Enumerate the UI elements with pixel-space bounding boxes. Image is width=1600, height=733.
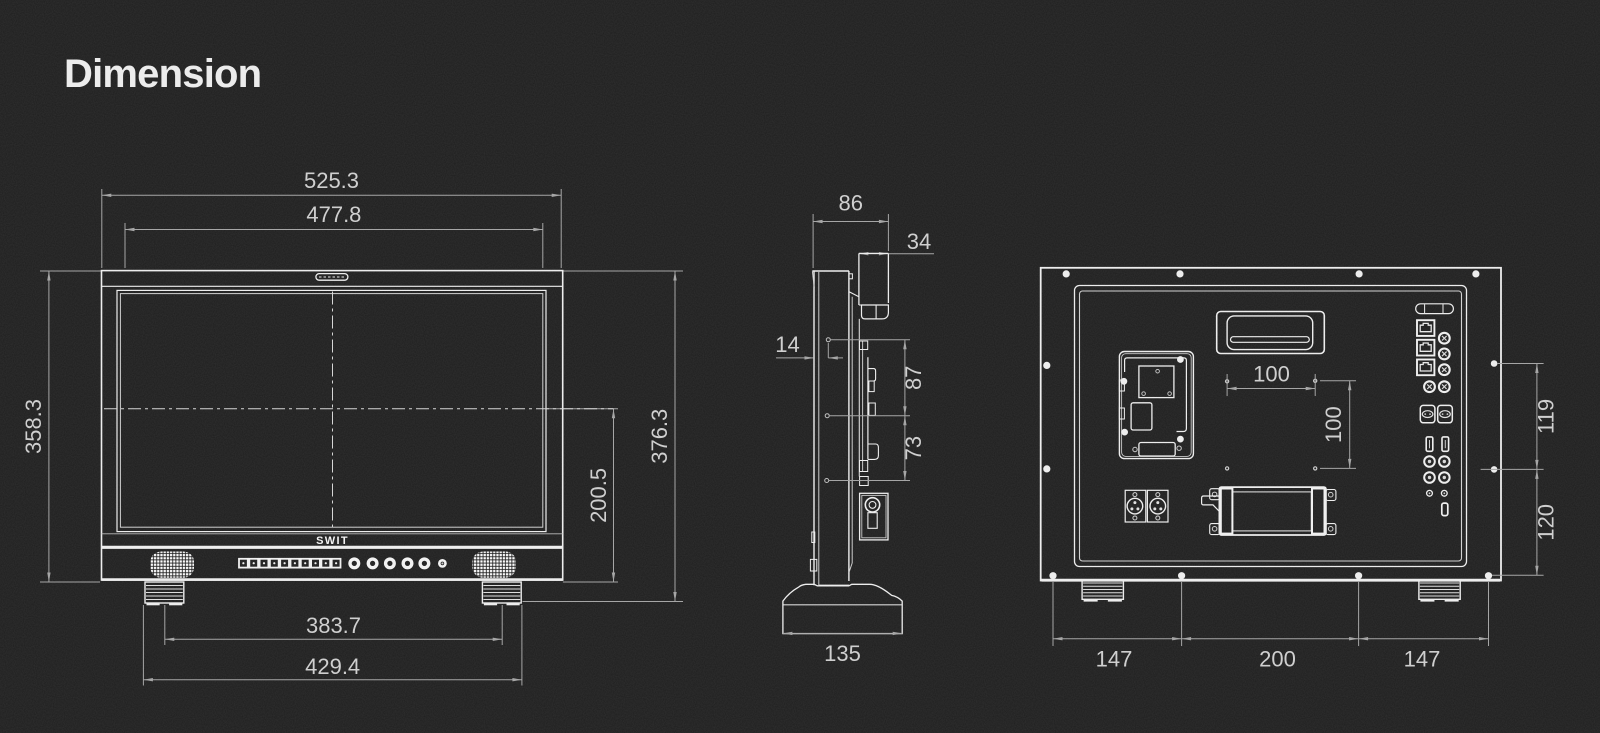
svg-text:525.3: 525.3 (304, 168, 359, 193)
svg-text:87: 87 (901, 366, 926, 390)
svg-text:120: 120 (1534, 504, 1559, 541)
svg-text:100: 100 (1253, 362, 1290, 387)
svg-text:376.3: 376.3 (647, 409, 672, 464)
svg-text:383.7: 383.7 (306, 613, 361, 638)
svg-text:34: 34 (907, 229, 931, 254)
svg-text:SWIT: SWIT (316, 535, 349, 547)
svg-text:73: 73 (901, 436, 926, 460)
svg-text:358.3: 358.3 (21, 399, 46, 454)
svg-text:200.5: 200.5 (586, 468, 611, 523)
svg-text:14: 14 (775, 332, 799, 357)
svg-text:477.8: 477.8 (306, 202, 361, 227)
svg-text:86: 86 (839, 191, 863, 216)
svg-text:429.4: 429.4 (305, 654, 360, 679)
svg-text:147: 147 (1096, 647, 1133, 672)
svg-text:135: 135 (824, 641, 861, 666)
svg-text:119: 119 (1534, 399, 1559, 434)
svg-text:200: 200 (1259, 647, 1296, 672)
svg-text:147: 147 (1404, 647, 1441, 672)
svg-text:Dimension: Dimension (64, 52, 261, 96)
svg-text:100: 100 (1321, 406, 1346, 443)
